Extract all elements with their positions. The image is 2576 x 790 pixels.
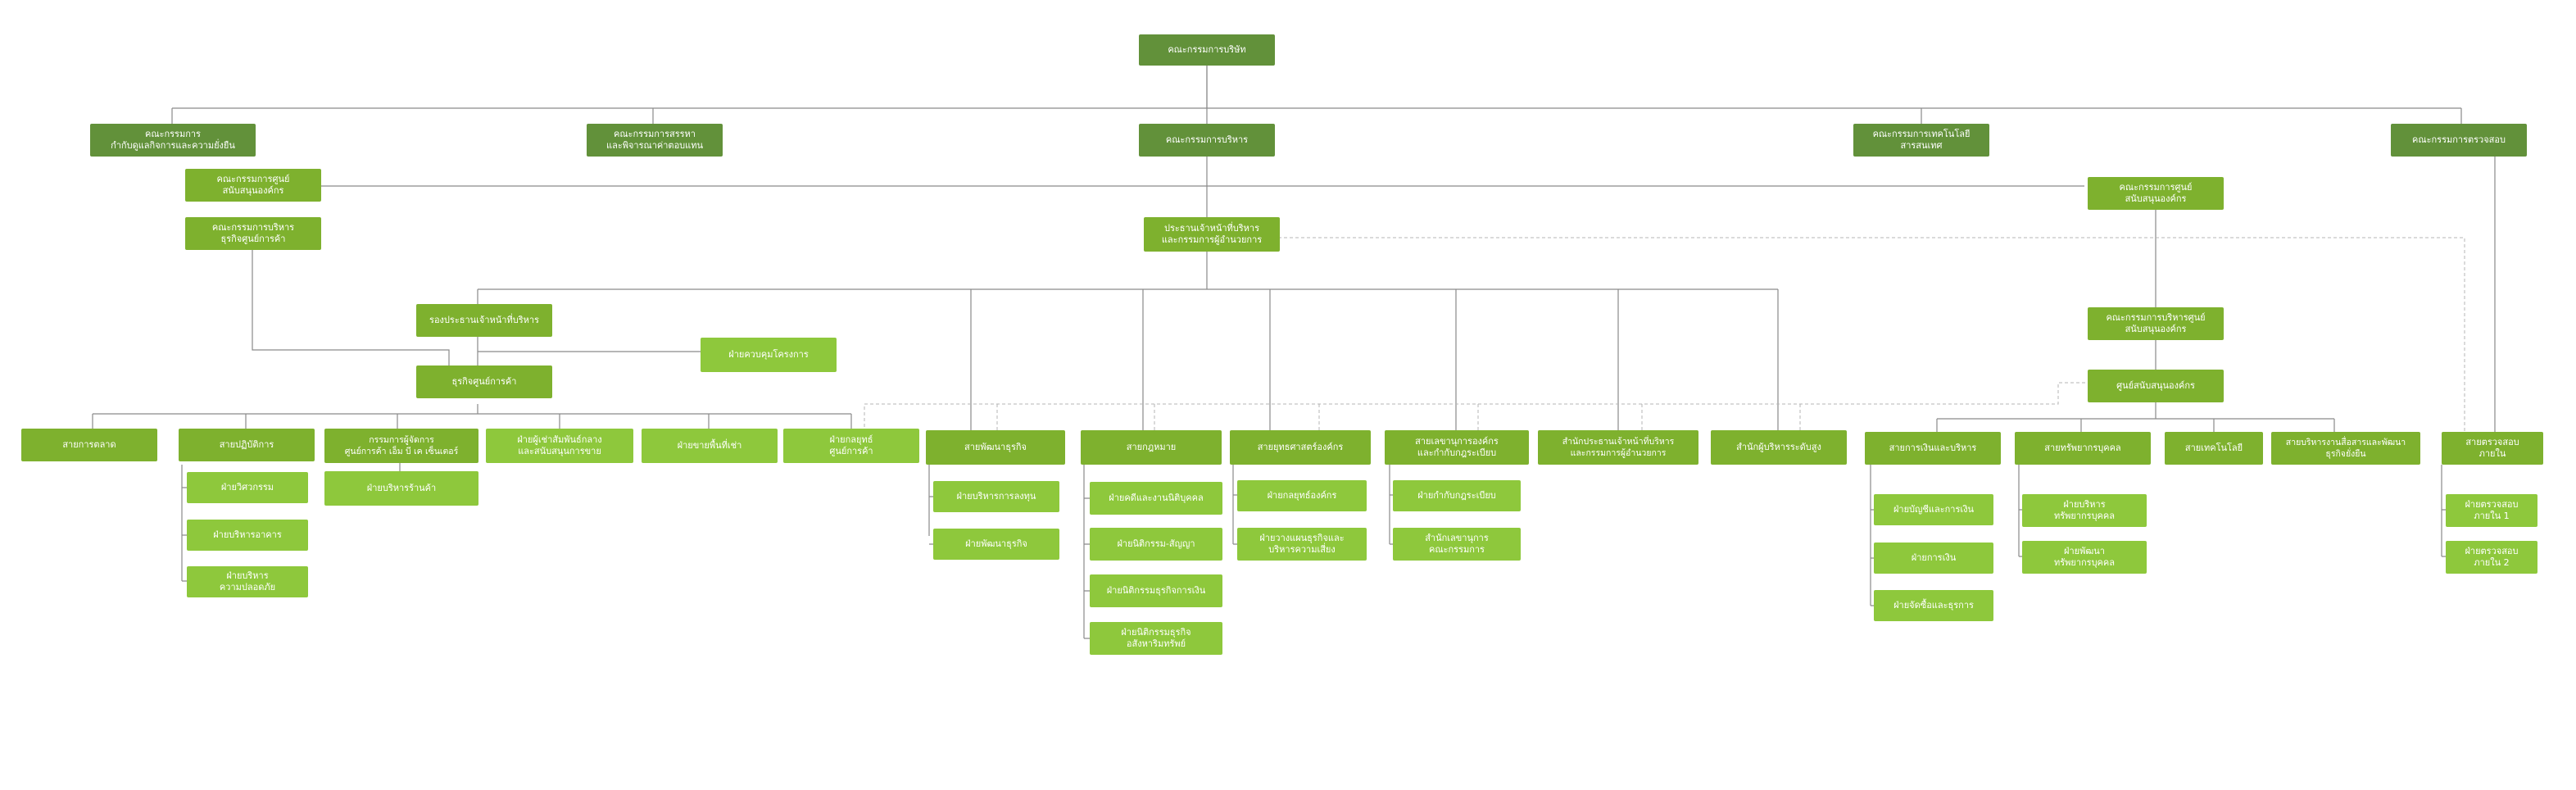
- audit-committee: คณะกรรมการตรวจสอบ: [2391, 124, 2527, 157]
- tenant-relations-dept: ฝ่ายผู้เช่าสัมพันธ์กลาง และสนับสนุนการขา…: [486, 429, 633, 463]
- leasing-dept: ฝ่ายขายพื้นที่เช่า: [642, 429, 778, 463]
- board-secretary-office: สำนักเลขานุการ คณะกรรมการ: [1393, 528, 1521, 561]
- contracts-dept: ฝ่ายนิติกรรม-สัญญา: [1090, 528, 1222, 561]
- technology-committee: คณะกรรมการเทคโนโลยี สารสนเทศ: [1853, 124, 1989, 157]
- internal-audit-division: สายตรวจสอบ ภายใน: [2442, 432, 2543, 465]
- compliance-dept: ฝ่ายกำกับกฎระเบียบ: [1393, 480, 1521, 511]
- ceo-president: ประธานเจ้าหน้าที่บริหาร และกรรมการผู้อำน…: [1144, 217, 1280, 252]
- corporate-strategy-division: สายยุทธศาสตร์องค์กร: [1230, 430, 1371, 465]
- treasury-dept: ฝ่ายการเงิน: [1874, 543, 1993, 574]
- operations-division: สายปฏิบัติการ: [179, 429, 315, 461]
- ceo-office: สำนักประธานเจ้าหน้าที่บริหาร และกรรมการผ…: [1538, 430, 1698, 465]
- hr-development-dept: ฝ่ายพัฒนา ทรัพยากรบุคคล: [2022, 541, 2147, 574]
- finance-admin-division: สายการเงินและบริหาร: [1865, 432, 2001, 465]
- mall-business: ธุรกิจศูนย์การค้า: [416, 365, 552, 398]
- corporate-strategy-dept: ฝ่ายกลยุทธ์องค์กร: [1237, 480, 1367, 511]
- real-estate-legal-dept: ฝ่ายนิติกรรมธุรกิจ อสังหาริมทรัพย์: [1090, 622, 1222, 655]
- corporate-secretary-division: สายเลขานุการองค์กร และกำกับกฎระเบียบ: [1385, 430, 1529, 465]
- litigation-dept: ฝ่ายคดีและงานนิติบุคคล: [1090, 482, 1222, 515]
- legal-division: สายกฎหมาย: [1081, 430, 1222, 465]
- building-management-dept: ฝ่ายบริหารอาคาร: [187, 520, 308, 551]
- internal-audit-dept-1: ฝ่ายตรวจสอบ ภายใน 1: [2446, 494, 2537, 527]
- accounting-finance-dept: ฝ่ายบัญชีและการเงิน: [1874, 494, 1993, 525]
- safety-management-dept: ฝ่ายบริหาร ความปลอดภัย: [187, 566, 308, 597]
- ssc-executive-committee: คณะกรรมการบริหารศูนย์ สนับสนุนองค์กร: [2088, 307, 2224, 340]
- nomination-committee: คณะกรรมการสรรหา และพิจารณาค่าตอบแทน: [587, 124, 723, 157]
- senior-executive-office: สำนักผู้บริหารระดับสูง: [1711, 430, 1847, 465]
- procurement-admin-dept: ฝ่ายจัดซื้อและธุรการ: [1874, 590, 1993, 621]
- cg-sustainability-committee: คณะกรรมการ กำกับดูแลกิจการและความยั่งยืน: [90, 124, 256, 157]
- engineering-dept: ฝ่ายวิศวกรรม: [187, 472, 308, 503]
- business-development-division: สายพัฒนาธุรกิจ: [926, 430, 1065, 465]
- marketing-division: สายการตลาด: [21, 429, 157, 461]
- planning-risk-dept: ฝ่ายวางแผนธุรกิจและ บริหารความเสี่ยง: [1237, 528, 1367, 561]
- financial-legal-dept: ฝ่ายนิติกรรมธุรกิจการเงิน: [1090, 574, 1222, 607]
- communications-sustainability-division: สายบริหารงานสื่อสารและพัฒนาธุรกิจยั่งยืน: [2271, 432, 2420, 465]
- hr-management-dept: ฝ่ายบริหาร ทรัพยากรบุคคล: [2022, 494, 2147, 527]
- executive-committee: คณะกรรมการบริหาร: [1139, 124, 1275, 157]
- project-control-dept: ฝ่ายควบคุมโครงการ: [701, 338, 837, 372]
- investment-management-dept: ฝ่ายบริหารการลงทุน: [933, 481, 1059, 512]
- board-of-directors: คณะกรรมการบริษัท: [1139, 34, 1275, 66]
- mall-strategy-dept: ฝ่ายกลยุทธ์ ศูนย์การค้า: [783, 429, 919, 463]
- ssc-committee-left: คณะกรรมการศูนย์ สนับสนุนองค์กร: [185, 169, 321, 202]
- mall-managing-director: กรรมการผู้จัดการ ศูนย์การค้า เอ็ม บี เค …: [324, 429, 478, 463]
- ssc-committee-right: คณะกรรมการศูนย์ สนับสนุนองค์กร: [2088, 177, 2224, 210]
- mall-business-committee: คณะกรรมการบริหาร ธุรกิจศูนย์การค้า: [185, 217, 321, 250]
- human-resources-division: สายทรัพยากรบุคคล: [2015, 432, 2151, 465]
- store-management-dept: ฝ่ายบริหารร้านค้า: [324, 471, 478, 506]
- business-development-dept: ฝ่ายพัฒนาธุรกิจ: [933, 529, 1059, 560]
- corporate-support-center: ศูนย์สนับสนุนองค์กร: [2088, 370, 2224, 402]
- technology-division: สายเทคโนโลยี: [2165, 432, 2263, 465]
- internal-audit-dept-2: ฝ่ายตรวจสอบ ภายใน 2: [2446, 541, 2537, 574]
- deputy-ceo: รองประธานเจ้าหน้าที่บริหาร: [416, 304, 552, 337]
